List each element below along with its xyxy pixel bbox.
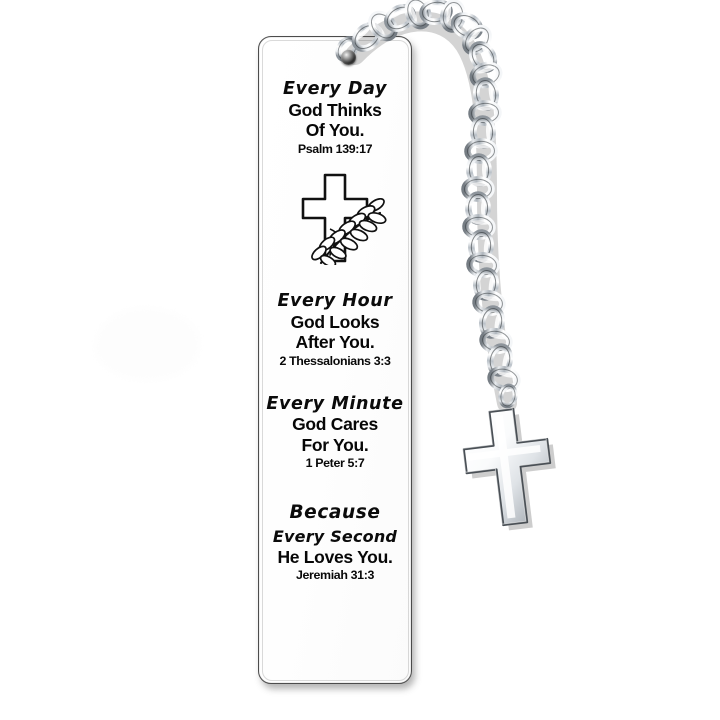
- verse-block-minute: Every Minute God Cares For You. 1 Peter …: [259, 394, 411, 472]
- verse-block-because: Because Every Second He Loves You. Jerem…: [259, 502, 411, 584]
- verse-reference: 2 Thessalonians 3:3: [279, 353, 391, 368]
- verse-script-line: Every Minute: [266, 393, 404, 414]
- verse-block-day: Every Day God Thinks Of You. Psalm 139:1…: [259, 79, 411, 157]
- chain-hole: [341, 50, 356, 65]
- verse-script-line: Because: [289, 501, 381, 523]
- background-watermark: [95, 308, 200, 380]
- verse-reference: Jeremiah 31:3: [295, 568, 375, 583]
- verse-block-hour: Every Hour God Looks After You. 2 Thessa…: [259, 291, 411, 369]
- verse-bold-line: Of You.: [305, 120, 365, 141]
- verse-reference: 1 Peter 5:7: [305, 456, 365, 471]
- cross-with-olive-branch-icon: [281, 171, 389, 268]
- verse-script-line: Every Hour: [277, 291, 393, 312]
- verse-bold-line: For You.: [301, 434, 369, 455]
- cross-charm: [462, 407, 556, 531]
- verse-bold-line: God Cares: [292, 414, 378, 435]
- verse-script-line-secondary: Every Second: [272, 526, 398, 546]
- bookmark-plate: Every Day God Thinks Of You. Psalm 139:1…: [258, 36, 412, 684]
- verse-reference: Psalm 139:17: [297, 141, 373, 156]
- verse-bold-line: God Looks: [290, 311, 380, 332]
- verse-bold-line: After You.: [295, 332, 375, 353]
- bookmark-engraved-content: Every Day God Thinks Of You. Psalm 139:1…: [259, 37, 411, 683]
- verse-bold-line: He Loves You.: [277, 546, 393, 567]
- verse-bold-line: God Thinks: [288, 99, 382, 120]
- verse-script-line: Every Day: [283, 79, 387, 99]
